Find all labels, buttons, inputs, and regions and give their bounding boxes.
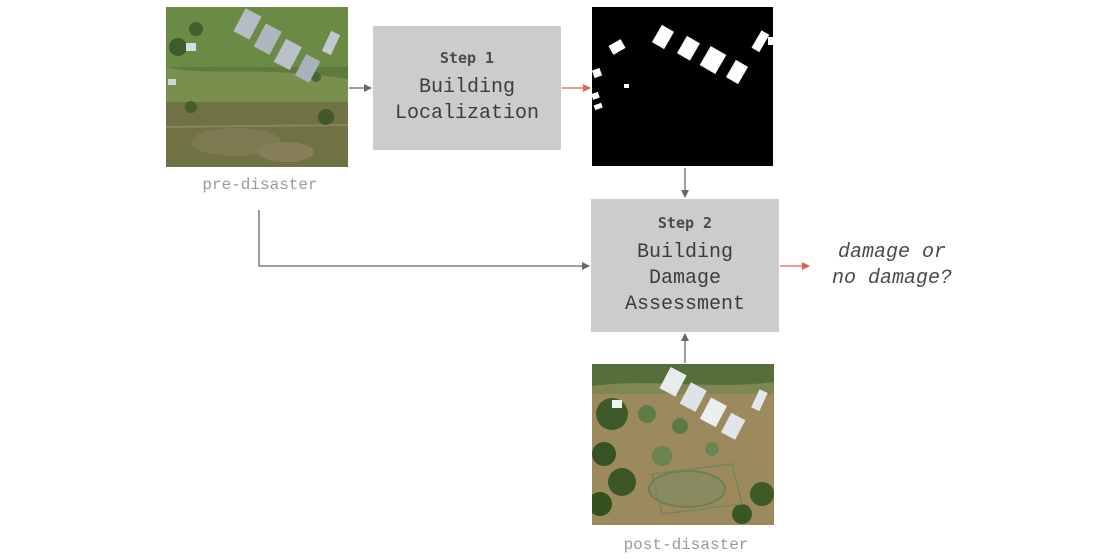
step-1-title: Step 1 bbox=[439, 49, 495, 67]
damage-question-line-2: no damage? bbox=[831, 267, 953, 290]
damage-question: damage or no damage? bbox=[812, 240, 972, 292]
step-1-box: Step 1 Building Localization bbox=[373, 26, 561, 150]
damage-question-line-1: damage or bbox=[837, 241, 947, 264]
post-disaster-image bbox=[592, 364, 774, 525]
post-disaster-caption: post-disaster bbox=[623, 536, 749, 554]
arrow-pre-to-step2 bbox=[258, 210, 590, 270]
step-2-title: Step 2 bbox=[657, 213, 713, 232]
step-2-line-2: Damage bbox=[648, 266, 721, 290]
step-1-line-1: Building bbox=[418, 76, 515, 99]
step-2-line-1: Building bbox=[636, 240, 733, 264]
step-1-line-2: Localization bbox=[394, 102, 540, 125]
pre-disaster-caption: pre-disaster bbox=[202, 176, 318, 194]
pre-disaster-image bbox=[166, 7, 348, 167]
step-2-box: Step 2 Building Damage Assessment bbox=[591, 199, 779, 332]
building-mask-image bbox=[592, 7, 773, 166]
step-2-line-3: Assessment bbox=[624, 292, 746, 316]
